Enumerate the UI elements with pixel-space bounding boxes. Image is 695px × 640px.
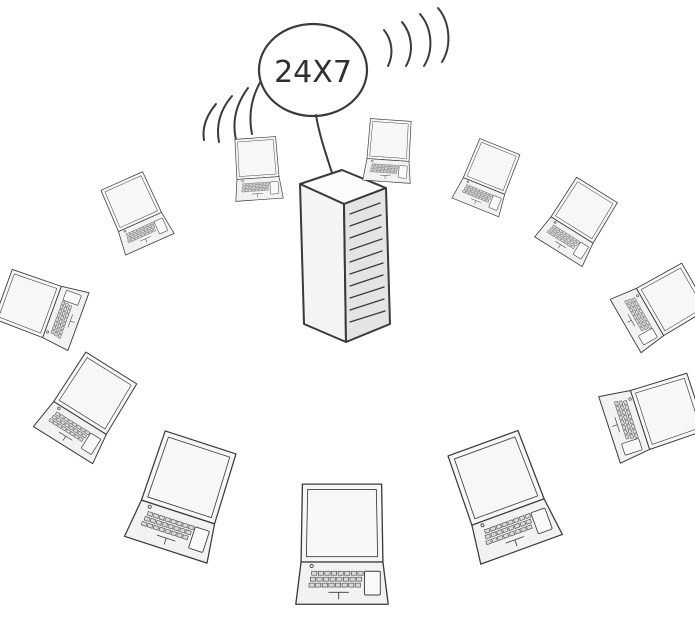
laptop-icon — [231, 136, 283, 201]
laptop-icon — [442, 428, 562, 564]
laptop-icon — [452, 137, 523, 217]
server-tower-icon — [300, 170, 390, 342]
laptop-icon — [0, 265, 89, 350]
laptop-icon — [535, 175, 621, 266]
laptop-icon — [363, 118, 415, 183]
laptop-icon — [124, 429, 241, 563]
laptop-icon — [610, 259, 695, 352]
badge-label: 24X7 — [274, 55, 352, 90]
laptop-icon — [33, 349, 141, 463]
laptop-icon — [599, 368, 695, 463]
laptop-icon — [296, 484, 388, 604]
laptop-icon — [97, 170, 174, 255]
